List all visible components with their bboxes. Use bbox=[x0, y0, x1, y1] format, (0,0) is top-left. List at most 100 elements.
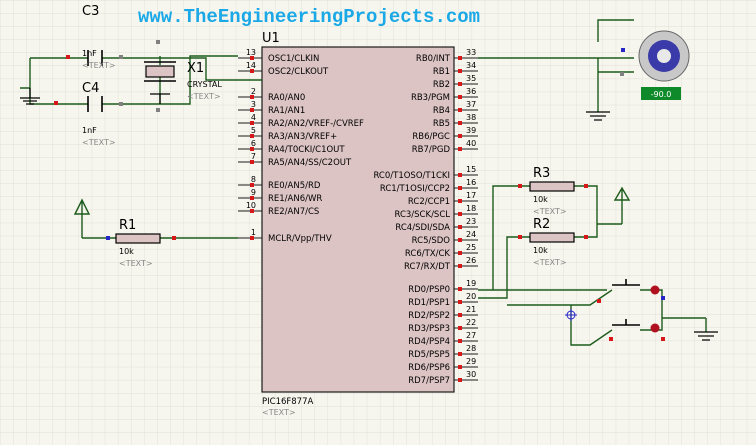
mcu-text-placeholder: <TEXT> bbox=[262, 408, 296, 417]
mcu-pin-terminal[interactable] bbox=[458, 56, 462, 60]
mcu-pin-terminal[interactable] bbox=[250, 134, 254, 138]
mcu-pin-terminal[interactable] bbox=[458, 147, 462, 151]
mcu-pin-number: 16 bbox=[466, 178, 476, 187]
mcu-pin-terminal[interactable] bbox=[458, 121, 462, 125]
mcu-pin-terminal[interactable] bbox=[250, 183, 254, 187]
mcu-pin-number: 5 bbox=[251, 126, 256, 135]
r2-text: <TEXT> bbox=[533, 258, 567, 267]
mcu-pin-number: 17 bbox=[466, 191, 476, 200]
mcu-pin-label: RC6/TX/CK bbox=[405, 249, 451, 259]
mcu-pin-terminal[interactable] bbox=[458, 352, 462, 356]
mcu-pin-number: 38 bbox=[466, 113, 476, 122]
mcu-pin-label: RD1/PSP1 bbox=[408, 298, 450, 308]
mcu-pin-terminal[interactable] bbox=[458, 95, 462, 99]
mcu-pin-number: 21 bbox=[466, 305, 476, 314]
mcu-pin-label: RD5/PSP5 bbox=[408, 350, 450, 360]
mcu-pin-terminal[interactable] bbox=[458, 339, 462, 343]
r2-value: 10k bbox=[533, 246, 548, 255]
mcu-pin-number: 2 bbox=[251, 87, 256, 96]
mcu-pin-number: 6 bbox=[251, 139, 256, 148]
mcu-pin-terminal[interactable] bbox=[458, 199, 462, 203]
mcu-pin-label: MCLR/Vpp/THV bbox=[268, 234, 332, 244]
mcu-pin-terminal[interactable] bbox=[458, 238, 462, 242]
mcu-pin-terminal[interactable] bbox=[250, 196, 254, 200]
mcu-pin-label: RA1/AN1 bbox=[268, 106, 305, 116]
mcu-pin-number: 37 bbox=[466, 100, 476, 109]
c4-ref: C4 bbox=[82, 81, 99, 96]
mcu-pin-number: 13 bbox=[246, 48, 256, 57]
r3-value: 10k bbox=[533, 195, 548, 204]
oscillator-circuit: C3 1nF <TEXT> C4 1nF <TEXT> X1 CRYSTAL <… bbox=[20, 4, 262, 147]
mcu-pin-number: 9 bbox=[251, 188, 256, 197]
mcu-pin-terminal[interactable] bbox=[458, 365, 462, 369]
mcu-pin-label: RD0/PSP0 bbox=[408, 285, 450, 295]
mcu-pin-terminal[interactable] bbox=[250, 209, 254, 213]
mcu-pin-label: RA5/AN4/SS/C2OUT bbox=[268, 158, 352, 168]
mcu-pin-terminal[interactable] bbox=[250, 121, 254, 125]
mclr-circuit: R1 10k <TEXT> bbox=[73, 198, 238, 268]
mcu-pin-label: RA0/AN0 bbox=[268, 93, 305, 103]
r1-text: <TEXT> bbox=[119, 259, 153, 268]
mcu-pin-terminal[interactable] bbox=[458, 225, 462, 229]
mcu-pin-terminal[interactable] bbox=[458, 108, 462, 112]
mcu-pin-number: 10 bbox=[246, 201, 256, 210]
servo-motor: -90.0 bbox=[478, 19, 690, 121]
mcu-pin-number: 1 bbox=[251, 228, 256, 237]
mcu-pin-terminal[interactable] bbox=[458, 173, 462, 177]
c3-text: <TEXT> bbox=[82, 61, 116, 70]
mcu-pin-label: RD3/PSP3 bbox=[408, 324, 450, 334]
mcu-pin-number: 20 bbox=[466, 292, 476, 301]
mcu-pin-label: RE0/AN5/RD bbox=[268, 181, 321, 191]
mcu-pin-terminal[interactable] bbox=[458, 134, 462, 138]
mcu-pin-terminal[interactable] bbox=[458, 326, 462, 330]
mcu-pin-terminal[interactable] bbox=[250, 236, 254, 240]
mcu-pin-number: 24 bbox=[466, 230, 476, 239]
mcu-pin-number: 23 bbox=[466, 217, 476, 226]
mcu-pin-terminal[interactable] bbox=[458, 212, 462, 216]
mcu-body[interactable] bbox=[261, 46, 455, 393]
mcu-pin-terminal[interactable] bbox=[458, 251, 462, 255]
mcu-pin-label: OSC1/CLKIN bbox=[268, 54, 319, 64]
mcu-pin-terminal[interactable] bbox=[250, 95, 254, 99]
mcu-pin-terminal[interactable] bbox=[458, 82, 462, 86]
mcu-pin-label: RC0/T1OSO/T1CKI bbox=[373, 171, 450, 181]
mcu-pin-terminal[interactable] bbox=[458, 287, 462, 291]
mcu-pin-number: 15 bbox=[466, 165, 476, 174]
mcu-pin-terminal[interactable] bbox=[458, 186, 462, 190]
mcu-pin-label: RD6/PSP6 bbox=[408, 363, 450, 373]
mcu-pin-terminal[interactable] bbox=[250, 69, 254, 73]
mcu-pin-terminal[interactable] bbox=[250, 147, 254, 151]
mcu-pin-terminal[interactable] bbox=[458, 264, 462, 268]
mcu-pin-label: RE2/AN7/CS bbox=[268, 207, 319, 217]
mcu-right-pins: 33RB0/INT34RB135RB236RB3/PGM37RB438RB539… bbox=[373, 48, 478, 386]
mcu-pin-label: RA3/AN3/VREF+ bbox=[268, 132, 337, 142]
r2-ref: R2 bbox=[533, 217, 550, 232]
mcu-pin-number: 19 bbox=[466, 279, 476, 288]
mcu-pin-terminal[interactable] bbox=[458, 300, 462, 304]
c3-ref: C3 bbox=[82, 4, 99, 19]
mcu-left-pins: 13OSC1/CLKIN14OSC2/CLKOUT2RA0/AN03RA1/AN… bbox=[238, 48, 364, 244]
mcu-pin-number: 28 bbox=[466, 344, 476, 353]
mcu-pin-number: 36 bbox=[466, 87, 476, 96]
mcu-pin-number: 26 bbox=[466, 256, 476, 265]
mcu-pin-terminal[interactable] bbox=[458, 69, 462, 73]
mcu-pin-terminal[interactable] bbox=[250, 160, 254, 164]
mcu-pin-label: RC7/RX/DT bbox=[404, 262, 451, 272]
mcu-pin-terminal[interactable] bbox=[458, 378, 462, 382]
mcu-pin-number: 8 bbox=[251, 175, 256, 184]
mcu-pin-label: RB1 bbox=[433, 67, 450, 77]
mcu-pin-label: RC4/SDI/SDA bbox=[395, 223, 450, 233]
mcu-pin-number: 30 bbox=[466, 370, 476, 379]
mcu-pin-number: 34 bbox=[466, 61, 476, 70]
mcu-pin-label: RB6/PGC bbox=[412, 132, 450, 142]
mcu-pin-terminal[interactable] bbox=[458, 313, 462, 317]
mcu-pin-label: RD7/PSP7 bbox=[408, 376, 450, 386]
mcu-pin-terminal[interactable] bbox=[250, 56, 254, 60]
mcu-pin-label: RC5/SDO bbox=[412, 236, 451, 246]
mcu-pin-terminal[interactable] bbox=[250, 108, 254, 112]
mcu-pin-number: 25 bbox=[466, 243, 476, 252]
mcu-pin-label: RB3/PGM bbox=[411, 93, 450, 103]
mcu-pin-label: RC1/T1OSI/CCP2 bbox=[380, 184, 450, 194]
